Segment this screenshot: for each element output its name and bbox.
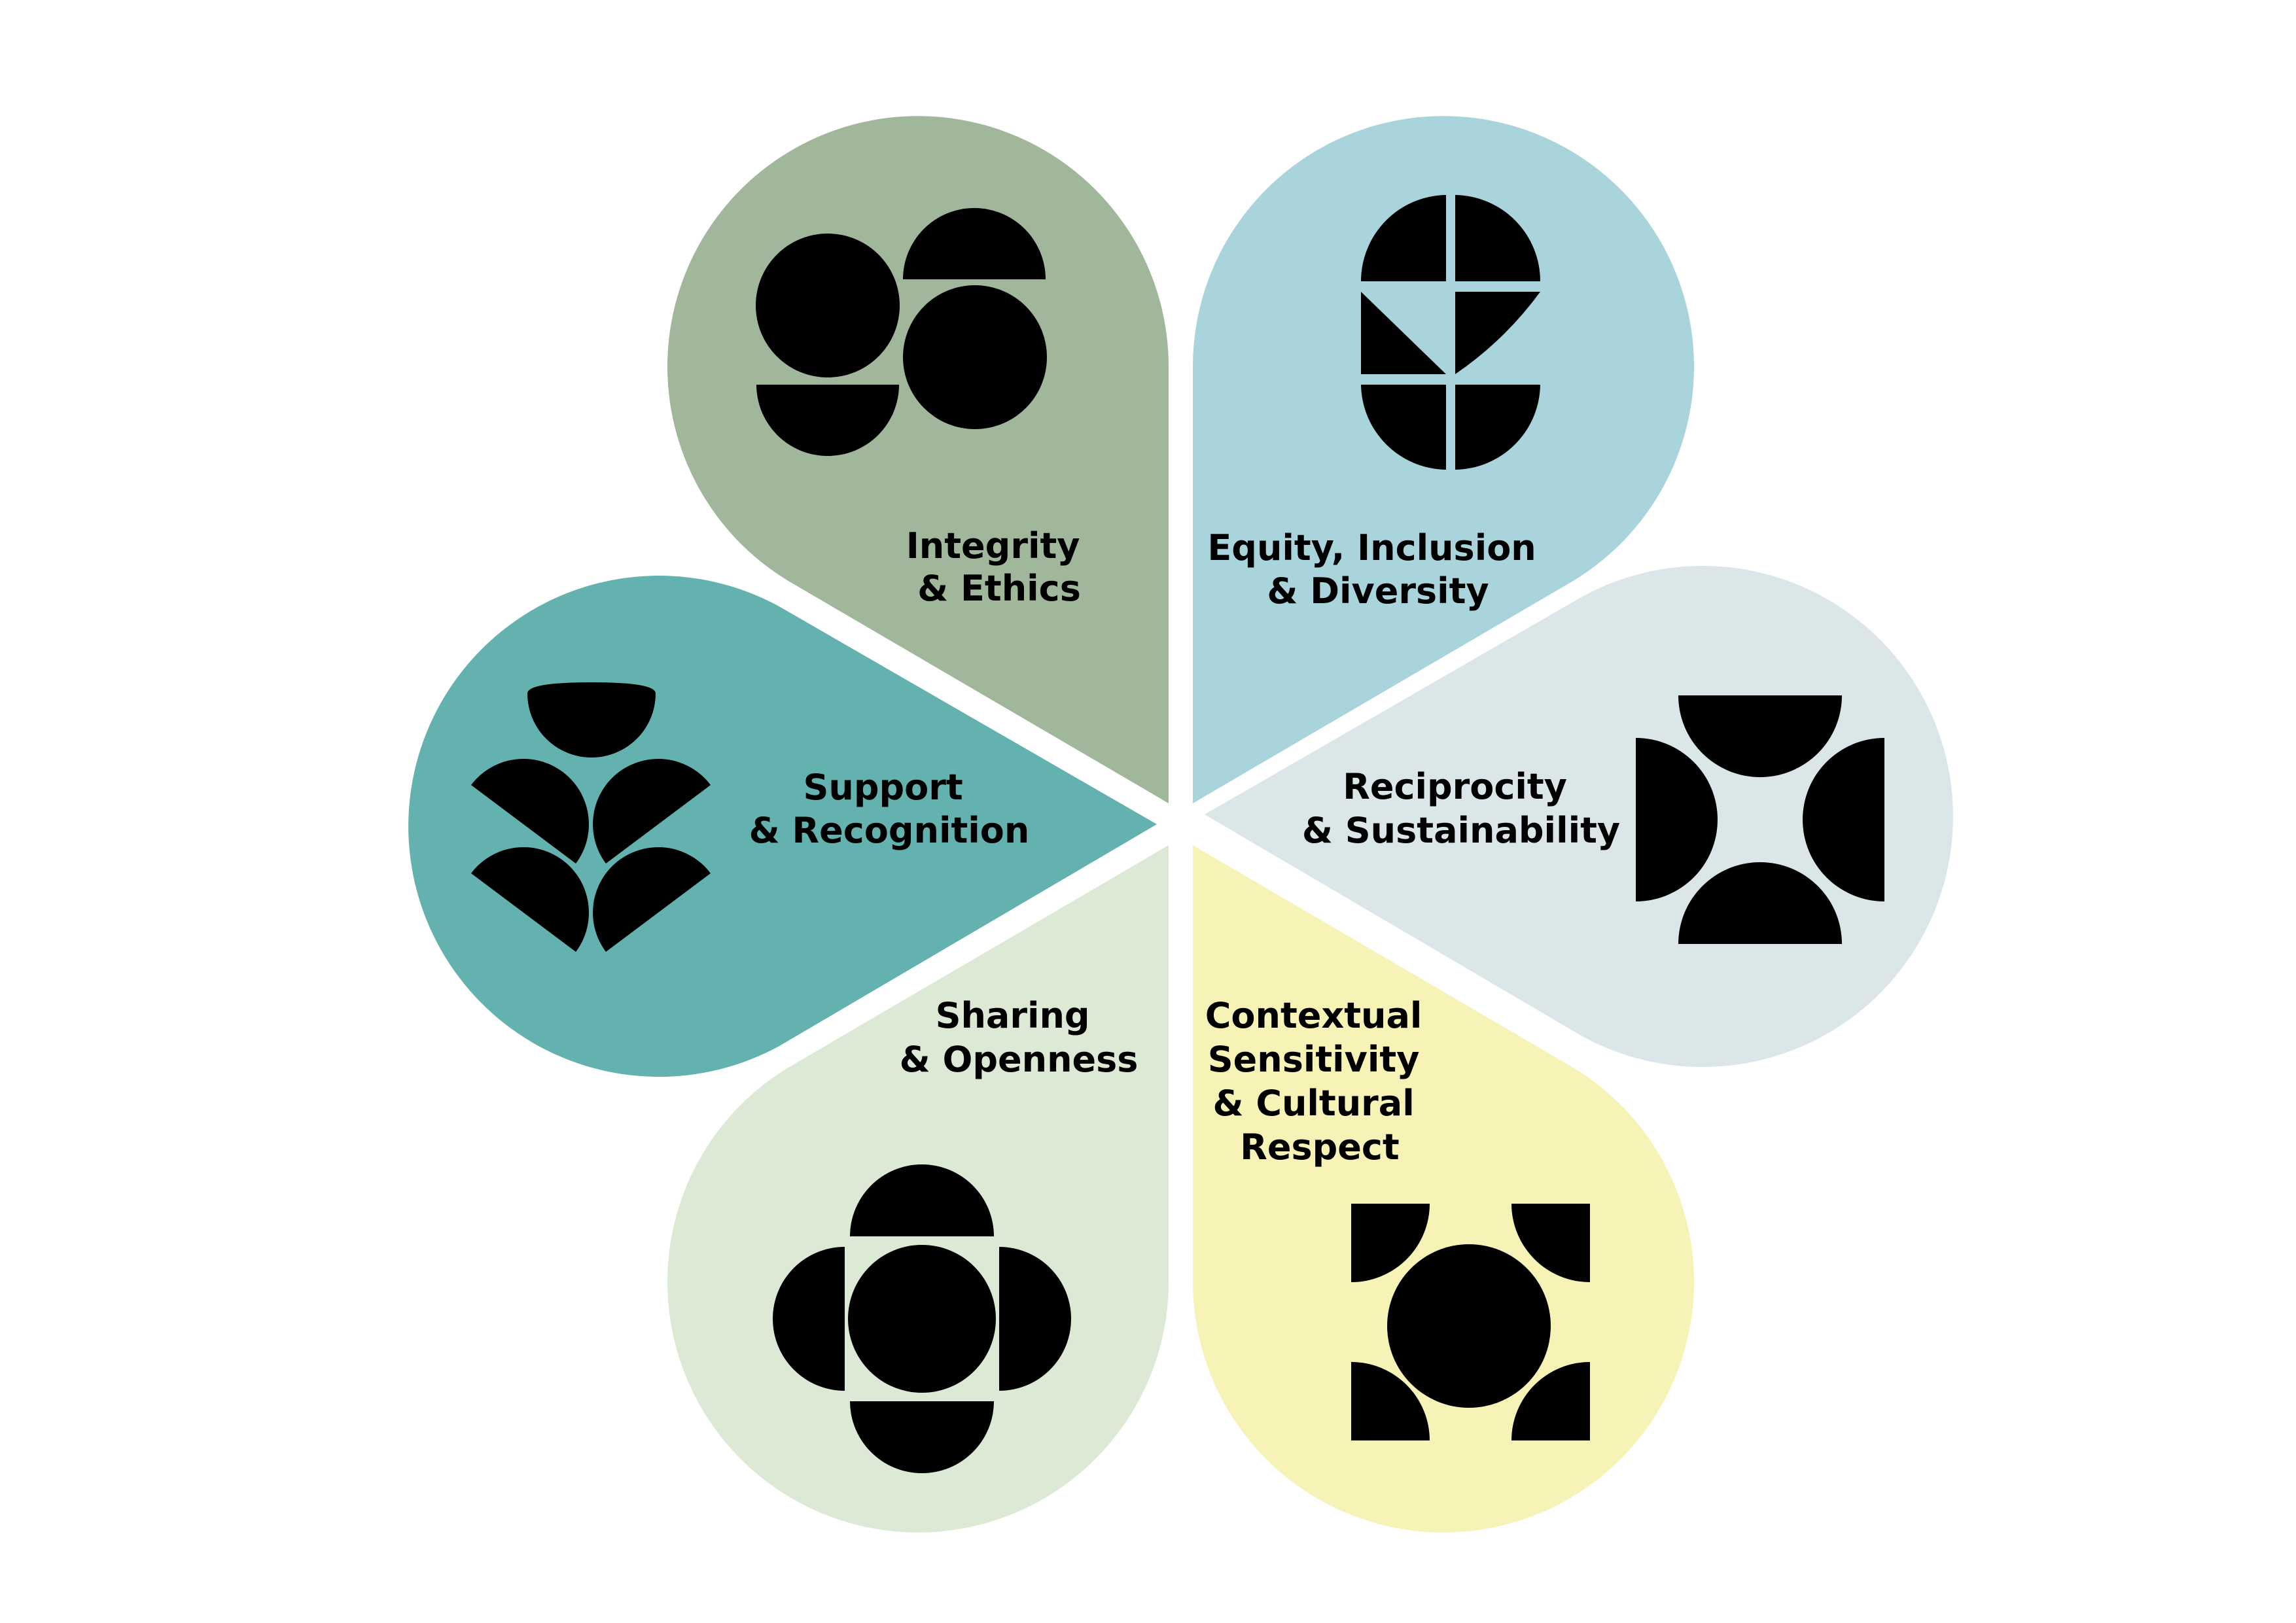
petal-label-contextual-sensitivity-cultural-respect: Contextual Sensitivity & Cultural Respec…	[1205, 995, 1434, 1168]
petal-label-support-recognition: Support & Recognition	[749, 767, 1030, 851]
circle-with-corner-quarters-icon	[1351, 1204, 1590, 1440]
stacked-half-discs-sprout-icon	[471, 682, 711, 952]
petal-support-recognition: Support & Recognition	[408, 576, 1157, 1077]
four-inward-half-discs-icon	[1636, 695, 1884, 944]
petal-integrity-ethics: Integrity & Ethics	[667, 116, 1169, 803]
petal-contextual-sensitivity-cultural-respect: Contextual Sensitivity & Cultural Respec…	[1193, 845, 1694, 1533]
petal-equity-inclusion-diversity: Equity, Inclusion & Diversity	[1193, 116, 1694, 804]
quartered-shield-icon	[1361, 195, 1540, 470]
circles-and-half-discs-icon	[756, 208, 1047, 456]
petal-label-sharing-openness: Sharing & Openness	[900, 995, 1139, 1080]
petal-label-reciprocity-sustainability: Reciprocity & Sustainability	[1302, 766, 1620, 851]
circle-with-outward-half-discs-icon	[773, 1164, 1071, 1473]
petal-label-integrity-ethics: Integrity & Ethics	[906, 525, 1093, 609]
petal-label-equity-inclusion-diversity: Equity, Inclusion & Diversity	[1207, 527, 1548, 612]
petal-shape	[1193, 845, 1694, 1533]
petal-sharing-openness: Sharing & Openness	[667, 845, 1169, 1533]
petal-reciprocity-sustainability: Reciprocity & Sustainability	[1205, 566, 1953, 1068]
